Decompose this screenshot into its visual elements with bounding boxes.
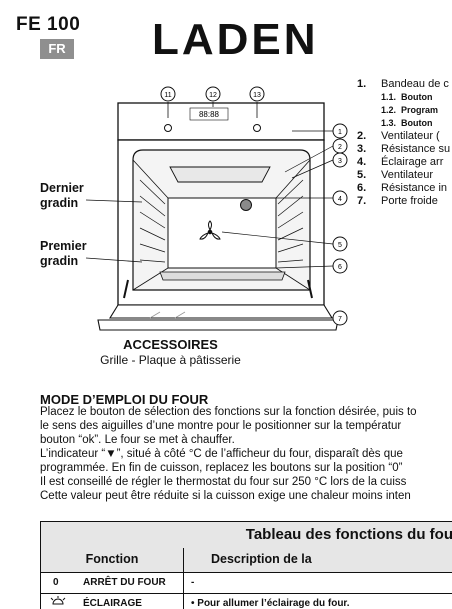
callout-3 [332,152,348,168]
legend-item: 6.Résistance in [357,182,448,194]
table-title: Tableau des fonctions du fou [41,521,452,549]
callout-7 [332,310,348,326]
legend-item: 1.1.Bouton [381,92,433,102]
paragraph-line: Cette valeur peut être réduite si la cui… [40,490,411,502]
svg-text:3: 3 [338,158,342,165]
display-window [189,107,229,121]
legend-item: 1.Bandeau de c [357,78,449,90]
legend-item: 4.Éclairage arr [357,156,444,168]
knob-right [253,124,261,132]
svg-text:4: 4 [338,196,342,203]
language-badge: FR [40,39,74,59]
paragraph-line: L’indicateur “▼”, situé à côté °C de l’a… [40,448,403,460]
svg-text:11: 11 [164,92,171,99]
svg-text:1: 1 [338,129,342,136]
legend-item: 1.3.Bouton [381,118,433,128]
fan-icon [199,220,221,240]
display-text: 88:88 [199,110,220,119]
oven-diagram: 88:88 11 12 13 [85,86,348,331]
svg-text:5: 5 [338,242,342,249]
oven-door [109,304,333,319]
table-row: ÉCLAIRAGE • Pour allumer l’éclairage du … [41,594,452,609]
parts-legend: 1.Bandeau de c 1.1.Bouton 1.2.Program 1.… [357,78,452,208]
callout-4 [332,190,348,206]
rack-rails [139,179,304,263]
callout-13 [249,86,265,102]
paragraph-line: le sens des aiguilles d’une montre pour … [40,420,402,432]
light-bulb-icon [50,596,66,605]
legend-item: 2.Ventilateur ( [357,130,440,142]
legend-item: 3.Résistance su [357,143,451,155]
paragraph-line: Placez le bouton de sélection des foncti… [40,406,417,418]
header-function: Fonction [85,552,139,566]
legend-item: 7.Porte froide [357,195,438,207]
accessories-items: Grille - Plaque à pâtisserie [100,353,241,367]
callout-6 [332,258,348,274]
bottom-element [159,271,286,281]
header-description: Description de la [211,552,312,566]
back-wall [167,197,277,269]
legend-item: 1.2.Program [381,105,439,115]
svg-text:12: 12 [209,92,217,99]
callout-1 [332,123,348,139]
oven-lamp [240,199,252,211]
callout-5 [332,236,348,252]
paragraph-line: Il est conseillé de régler le thermostat… [40,476,407,488]
accessories-title: ACCESSOIRES [123,337,218,352]
svg-text:6: 6 [338,264,342,271]
svg-text:13: 13 [253,92,261,99]
top-fan-cover [169,166,271,183]
callout-11 [160,86,176,102]
svg-text:7: 7 [338,316,342,323]
table-row: 0 ARRÊT DU FOUR - [41,573,452,594]
brand-logo: LADEN [152,15,319,64]
legend-item: 5.Ventilateur [357,169,433,181]
paragraph-line: programmée. En fin de cuisson, replacez … [40,462,403,474]
knob-left [164,124,172,132]
model-name: FE 100 [16,14,81,35]
table-header: Fonction Description de la [41,548,452,573]
callout-12 [205,86,221,102]
functions-table: Tableau des fonctions du fou Fonction De… [40,521,452,609]
paragraph-line: bouton “ok”. Le four se met à chauffer. [40,434,235,446]
svg-text:2: 2 [338,144,342,151]
section-title: MODE D’EMPLOI DU FOUR [40,392,209,407]
